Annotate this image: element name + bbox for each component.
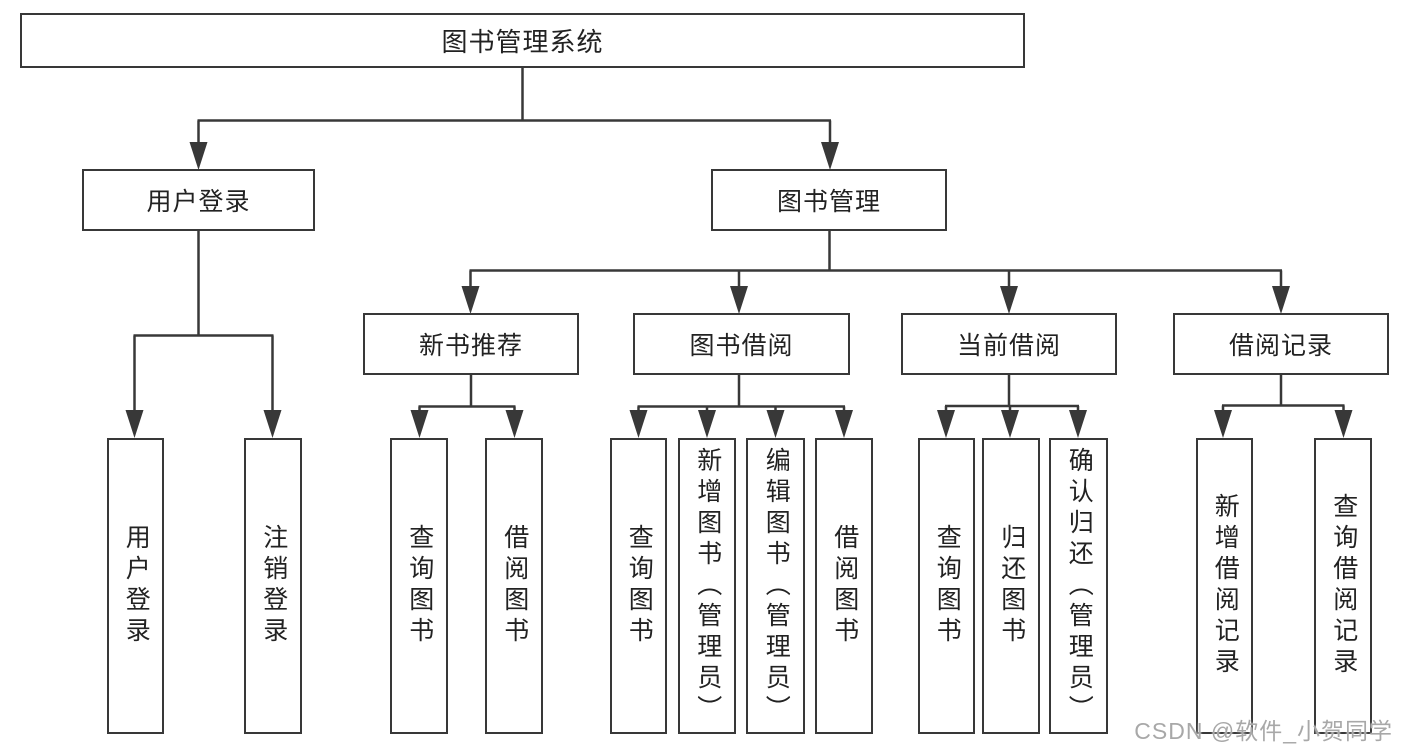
node-label: 查询图书 <box>625 524 654 648</box>
node-label: 当前借阅 <box>956 332 1061 360</box>
leaf-return-book: 归还图书 <box>982 438 1040 734</box>
leaf-query-books-current: 查询图书 <box>918 438 975 734</box>
node-label: 新增图书（管理员） <box>693 446 722 726</box>
leaf-edit-book-admin: 编辑图书（管理员） <box>746 438 805 734</box>
node-label: 借阅记录 <box>1228 332 1333 360</box>
leaf-query-books-borrowing: 查询图书 <box>610 438 667 734</box>
node-root-book-management-system: 图书管理系统 <box>20 13 1025 68</box>
node-label: 图书管理 <box>776 188 881 216</box>
node-current-borrowing: 当前借阅 <box>901 313 1117 375</box>
node-label: 用户登录 <box>146 188 251 216</box>
node-label: 查询图书 <box>933 524 962 648</box>
node-book-management: 图书管理 <box>711 169 947 231</box>
node-user-login: 用户登录 <box>82 169 315 231</box>
node-book-borrowing: 图书借阅 <box>633 313 850 375</box>
node-label: 注销登录 <box>259 524 288 648</box>
node-label: 编辑图书（管理员） <box>762 446 791 726</box>
node-label: 确认归还（管理员） <box>1065 446 1094 726</box>
leaf-add-book-admin: 新增图书（管理员） <box>678 438 736 734</box>
node-label: 用户登录 <box>122 524 151 648</box>
leaf-add-borrow-record: 新增借阅记录 <box>1196 438 1253 734</box>
arrow-down-icon <box>125 142 1353 438</box>
node-label: 查询借阅记录 <box>1329 493 1358 679</box>
node-label: 图书借阅 <box>689 332 794 360</box>
node-label: 归还图书 <box>997 524 1026 648</box>
node-label: 新书推荐 <box>418 332 523 360</box>
leaf-borrow-books-borrowing: 借阅图书 <box>815 438 873 734</box>
node-label: 借阅图书 <box>500 524 529 648</box>
leaf-user-login: 用户登录 <box>107 438 164 734</box>
node-borrowing-records: 借阅记录 <box>1173 313 1389 375</box>
node-new-book-recommend: 新书推荐 <box>363 313 579 375</box>
node-label: 新增借阅记录 <box>1211 493 1240 679</box>
leaf-query-books-recommend: 查询图书 <box>390 438 448 734</box>
leaf-query-borrow-record: 查询借阅记录 <box>1314 438 1372 734</box>
leaf-confirm-return-admin: 确认归还（管理员） <box>1049 438 1108 734</box>
node-label: 借阅图书 <box>830 524 859 648</box>
leaf-logout: 注销登录 <box>244 438 302 734</box>
csdn-watermark: CSDN @软件_小贺同学 <box>1134 718 1393 744</box>
node-label: 图书管理系统 <box>441 27 604 57</box>
leaf-borrow-books-recommend: 借阅图书 <box>485 438 543 734</box>
node-label: 查询图书 <box>405 524 434 648</box>
